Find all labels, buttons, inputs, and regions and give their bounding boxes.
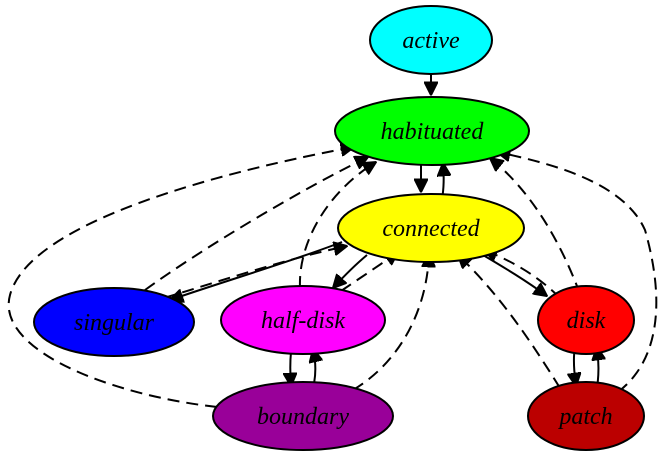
edge-connected-to-singular <box>170 241 343 300</box>
edge-singular-to-connected <box>163 246 347 299</box>
node-active: active <box>369 5 493 75</box>
edge-disk-to-connected <box>484 250 561 299</box>
node-disk-label: disk <box>567 308 606 334</box>
edge-half-disk-to-boundary <box>290 351 291 386</box>
node-disk-shape <box>537 285 635 355</box>
edge-patch-to-habituated <box>497 152 658 393</box>
edge-connected-to-disk <box>482 254 547 296</box>
node-habituated-label: habituated <box>381 119 485 145</box>
node-patch-shape <box>527 381 645 451</box>
node-active-label: active <box>402 28 460 54</box>
node-connected-label: connected <box>382 216 480 242</box>
node-singular: singular <box>33 287 195 357</box>
node-patch-label: patch <box>557 404 612 430</box>
node-half-disk: half-disk <box>220 285 386 355</box>
edge-singular-to-habituated <box>144 157 368 291</box>
node-active-shape <box>369 5 493 75</box>
node-boundary-shape <box>212 381 394 451</box>
node-singular-shape <box>33 287 195 357</box>
node-patch: patch <box>527 381 645 451</box>
node-singular-label: singular <box>74 310 155 336</box>
edge-disk-to-habituated <box>490 158 581 295</box>
node-disk: disk <box>537 285 635 355</box>
node-connected-shape <box>337 193 525 263</box>
edge-connected-to-half-disk <box>333 254 368 288</box>
node-half-disk-label: half-disk <box>261 308 345 334</box>
node-half-disk-shape <box>220 285 386 355</box>
nodes: active habituated connected singular hal… <box>33 5 645 451</box>
edge-half-disk-to-habituated <box>298 162 376 289</box>
node-boundary-label: boundary <box>257 404 349 430</box>
edge-boundary-to-habituated <box>7 147 354 408</box>
node-habituated: habituated <box>334 96 530 166</box>
node-connected: connected <box>337 193 525 263</box>
node-habituated-shape <box>334 96 530 166</box>
edge-boundary-to-connected <box>352 254 429 391</box>
node-boundary: boundary <box>212 381 394 451</box>
edge-patch-to-connected <box>458 255 561 389</box>
